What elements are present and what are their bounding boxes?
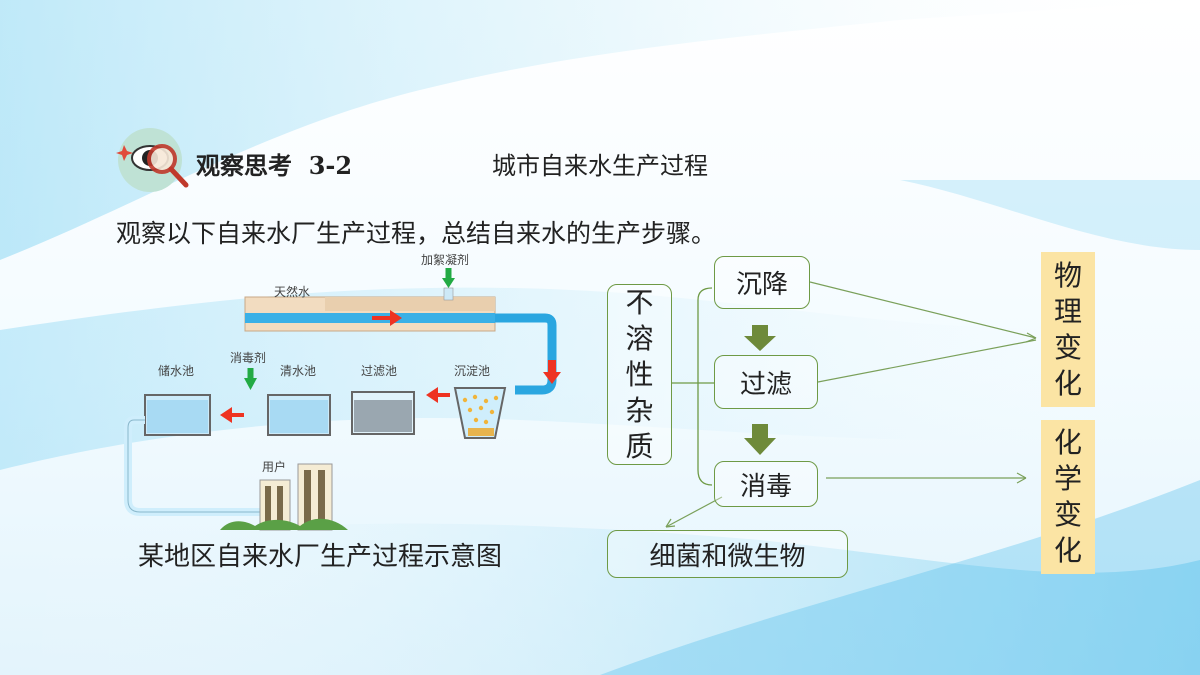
label-flocculant: 加絮凝剂 [421, 253, 470, 267]
physical-change-label: 物 理 变 化 [1041, 252, 1095, 407]
label-user: 用户 [262, 460, 287, 474]
intro-text: 观察以下自来水厂生产过程，总结自来水的生产步骤。 [116, 219, 717, 248]
bacteria-box: 细菌和微生物 [607, 530, 848, 578]
insoluble-impurities-box: 不 溶 性 杂 质 [607, 284, 672, 465]
label-disinfectant: 消毒剂 [230, 351, 267, 365]
label-clear-tank: 清水池 [280, 364, 317, 378]
section-label: 观察思考 3-2 [196, 151, 353, 180]
chemical-change-label: 化 学 变 化 [1041, 420, 1095, 574]
label-filter-tank: 过滤池 [361, 364, 398, 378]
step-filtration: 过滤 [714, 355, 818, 409]
observe-magnifier-icon [116, 128, 189, 192]
label-storage-tank: 储水池 [158, 364, 195, 378]
water-plant-diagram [124, 268, 561, 531]
dose-arrow [442, 278, 455, 288]
section-subtitle: 城市自来水生产过程 [492, 152, 708, 180]
step-settling: 沉降 [714, 256, 810, 309]
label-settling-tank: 沉淀池 [454, 364, 491, 378]
label-natural-water: 天然水 [274, 285, 311, 299]
diagram-caption: 某地区自来水厂生产过程示意图 [138, 542, 503, 572]
step-disinfection: 消毒 [714, 461, 818, 507]
